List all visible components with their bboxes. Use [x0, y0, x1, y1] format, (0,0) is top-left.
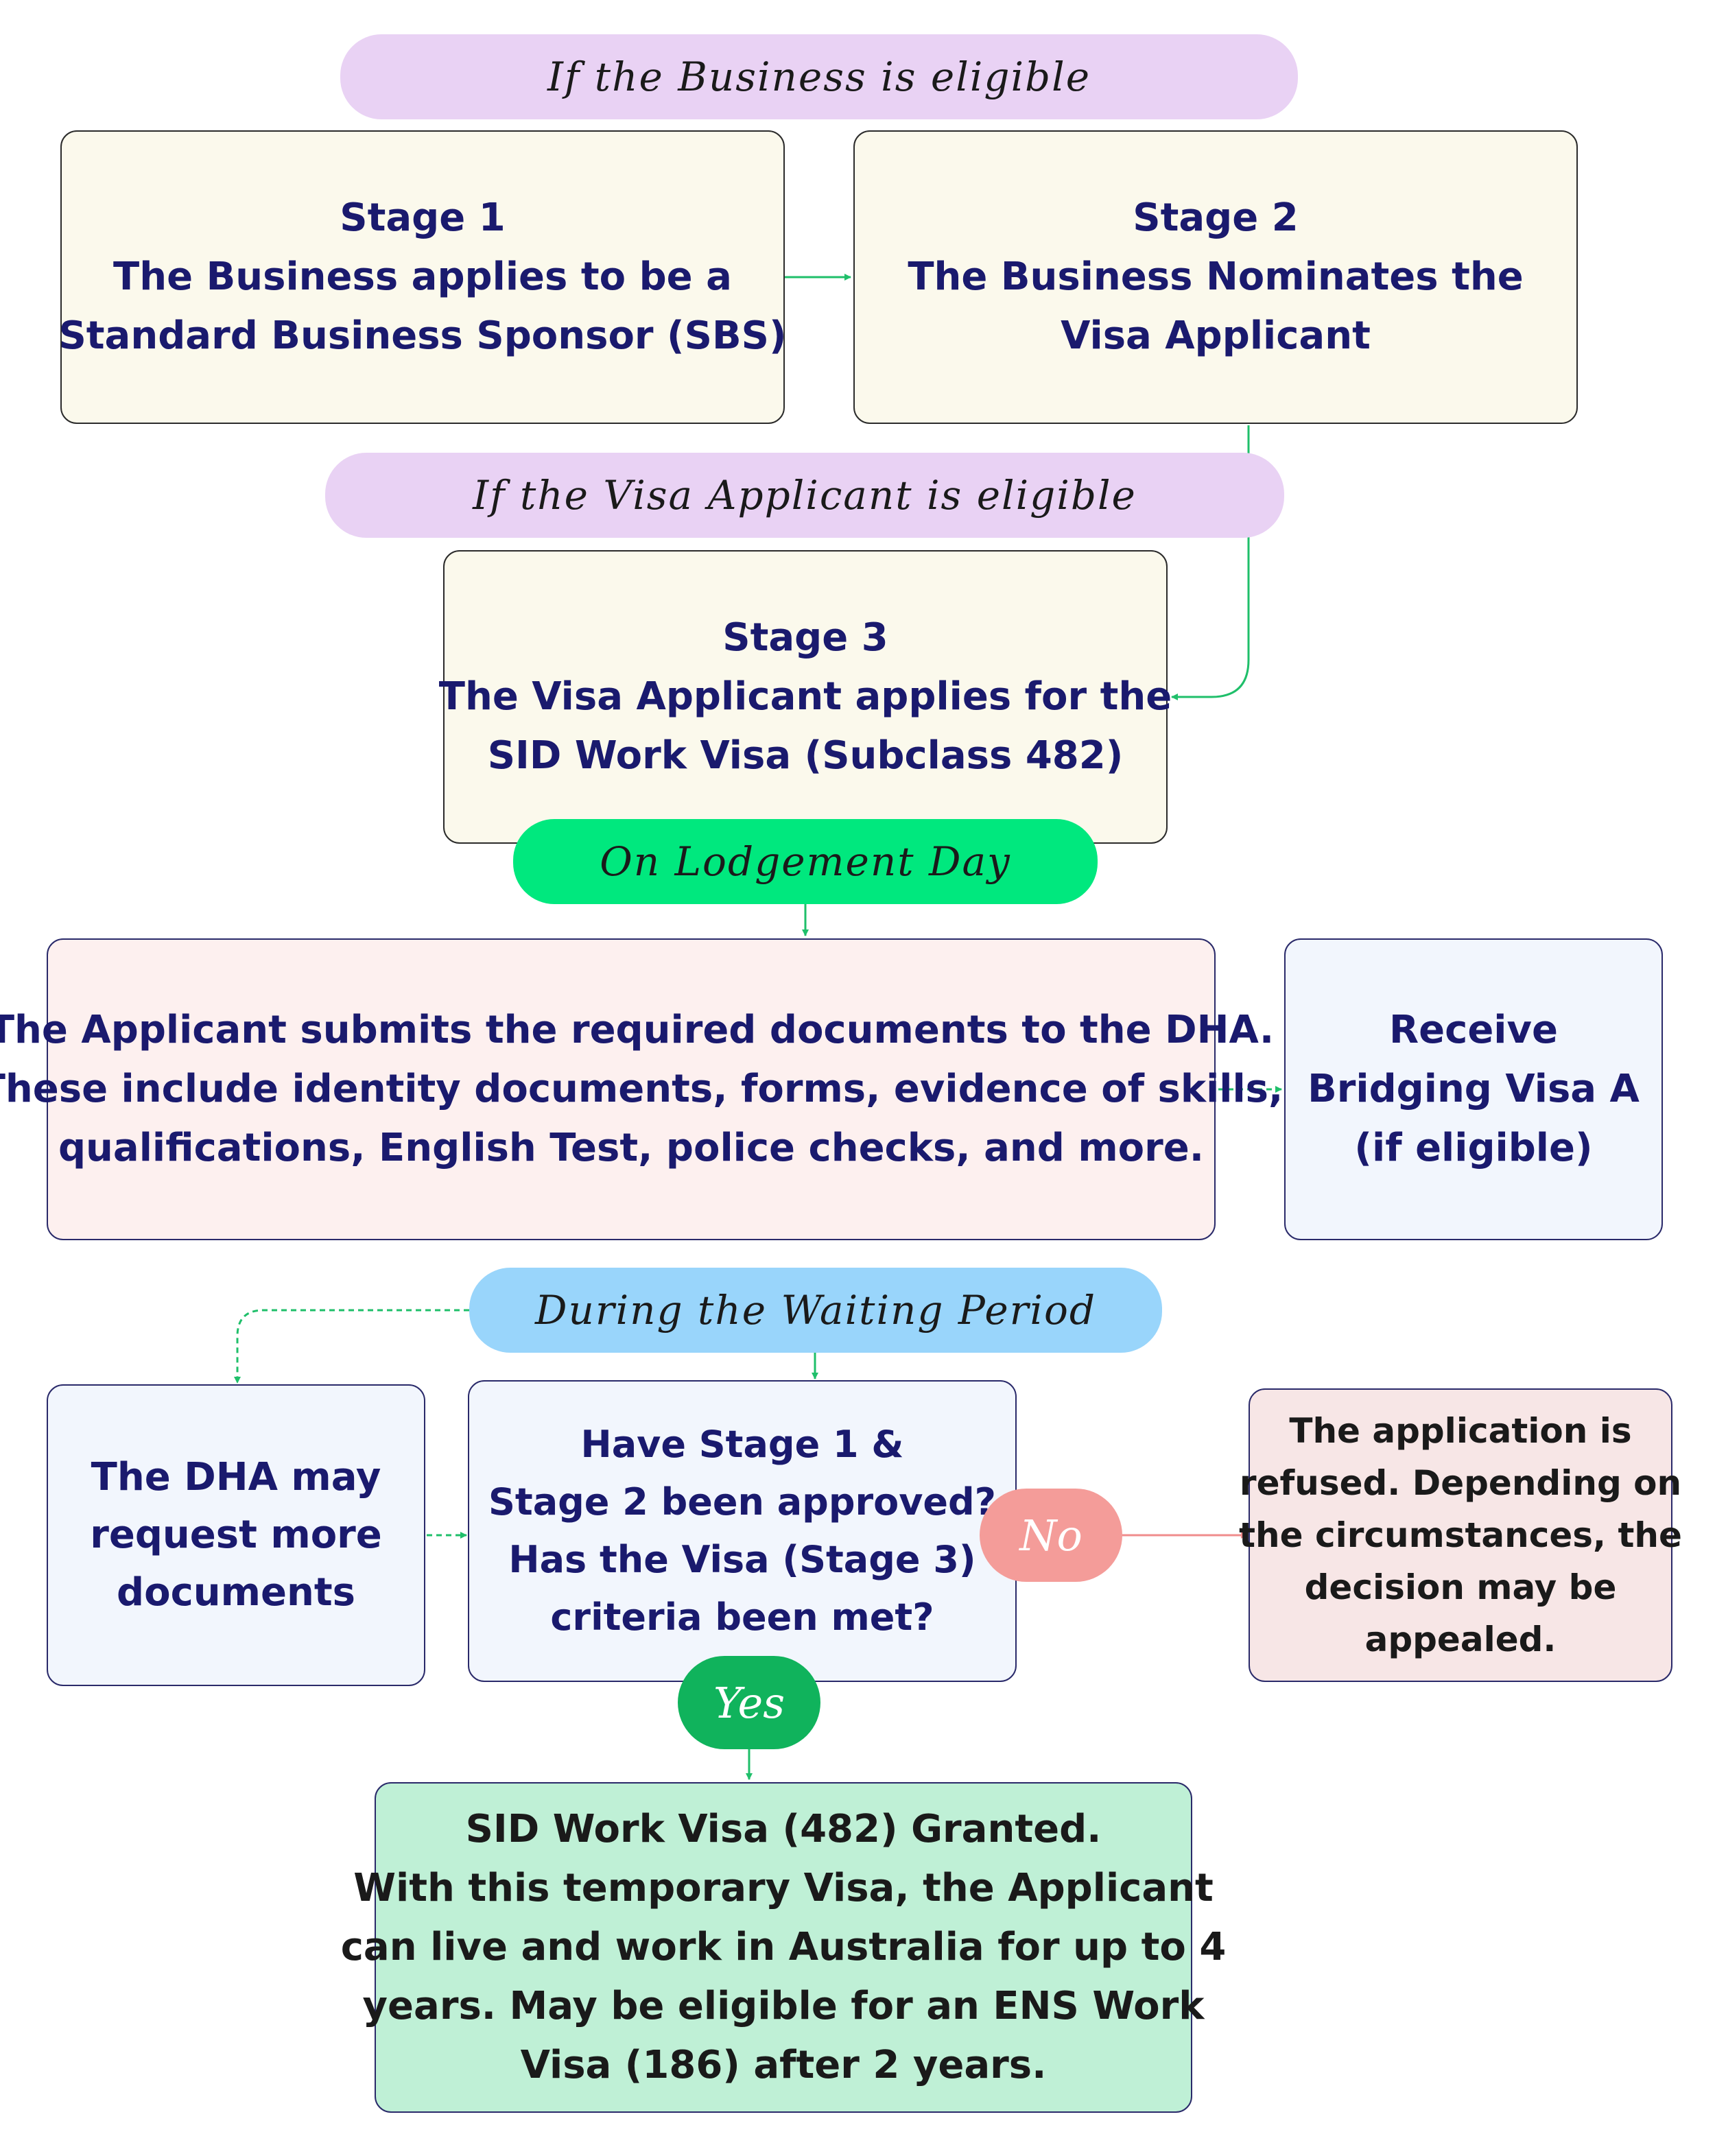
dha-request-line2: request more [90, 1513, 382, 1557]
stage1-title: Stage 1 [340, 196, 506, 240]
lodgement-day-pill: On Lodgement Day [513, 819, 1098, 904]
waiting-period-pill: During the Waiting Period [469, 1268, 1162, 1353]
stage2-line1: The Business Nominates the [908, 254, 1524, 299]
stage2-box: Stage 2 The Business Nominates the Visa … [853, 130, 1578, 424]
question-line4: criteria been met? [550, 1596, 934, 1639]
stage1-line1: The Business applies to be a [113, 254, 732, 299]
stage3-box: Stage 3 The Visa Applicant applies for t… [439, 550, 1172, 844]
bridging-visa-line1: Receive [1389, 1008, 1558, 1052]
granted-line5: Visa (186) after 2 years. [520, 2043, 1047, 2087]
granted-line4: years. May be eligible for an ENS Work [362, 1984, 1205, 2028]
arrow-stage2-to-stage3 [1171, 425, 1250, 700]
yes-label: Yes [713, 1677, 785, 1728]
granted-line2: With this temporary Visa, the Applicant [353, 1866, 1214, 1910]
lodgement-day-label: On Lodgement Day [600, 838, 1011, 885]
stage1-line2: Standard Business Sponsor (SBS) [58, 313, 787, 358]
stage3-line1: The Visa Applicant applies for the [438, 674, 1172, 719]
stage3-title: Stage 3 [722, 615, 888, 660]
refused-line2: refused. Depending on [1239, 1463, 1682, 1503]
refused-box: The application is refused. Depending on… [1239, 1388, 1682, 1682]
bridging-visa-box: Receive Bridging Visa A (if eligible) [1284, 938, 1663, 1240]
stage2-title: Stage 2 [1133, 196, 1299, 240]
dha-request-box: The DHA may request more documents [47, 1384, 425, 1686]
no-label: No [1019, 1510, 1083, 1561]
bridging-visa-line3: (if eligible) [1354, 1126, 1593, 1170]
refused-line3: the circumstances, the [1239, 1515, 1682, 1555]
submit-documents-box: The Applicant submits the required docum… [0, 938, 1283, 1240]
question-line1: Have Stage 1 & [580, 1423, 904, 1466]
no-tag: No [980, 1489, 1122, 1582]
dha-request-line3: documents [117, 1570, 355, 1615]
question-line3: Has the Visa (Stage 3) [508, 1538, 976, 1581]
submit-documents-line3: qualifications, English Test, police che… [58, 1126, 1205, 1170]
refused-line5: appealed. [1364, 1620, 1557, 1659]
business-eligible-label: If the Business is eligible [547, 54, 1091, 100]
submit-documents-line2: These include identity documents, forms,… [0, 1067, 1284, 1111]
question-line2: Stage 2 been approved? [488, 1480, 997, 1524]
visa-granted-box: SID Work Visa (482) Granted. With this t… [341, 1782, 1226, 2113]
stage3-line2: SID Work Visa (Subclass 482) [487, 733, 1124, 778]
stage1-box: Stage 1 The Business applies to be a Sta… [58, 130, 787, 424]
granted-line3: can live and work in Australia for up to… [340, 1925, 1227, 1969]
granted-line1: SID Work Visa (482) Granted. [465, 1807, 1102, 1851]
stage2-line2: Visa Applicant [1061, 313, 1371, 358]
yes-tag: Yes [678, 1656, 820, 1749]
refused-line4: decision may be [1304, 1567, 1617, 1607]
business-eligible-pill: If the Business is eligible [340, 34, 1298, 119]
bridging-visa-line2: Bridging Visa A [1308, 1067, 1640, 1111]
dha-request-line1: The DHA may [91, 1455, 381, 1500]
approval-question-box: Have Stage 1 & Stage 2 been approved? Ha… [468, 1380, 1017, 1682]
applicant-eligible-pill: If the Visa Applicant is eligible [325, 453, 1284, 538]
submit-documents-line1: The Applicant submits the required docum… [0, 1008, 1275, 1052]
refused-line1: The application is [1289, 1411, 1632, 1451]
applicant-eligible-label: If the Visa Applicant is eligible [473, 472, 1137, 519]
arrow-waiting-to-dha [234, 1309, 469, 1384]
waiting-period-label: During the Waiting Period [534, 1287, 1097, 1334]
